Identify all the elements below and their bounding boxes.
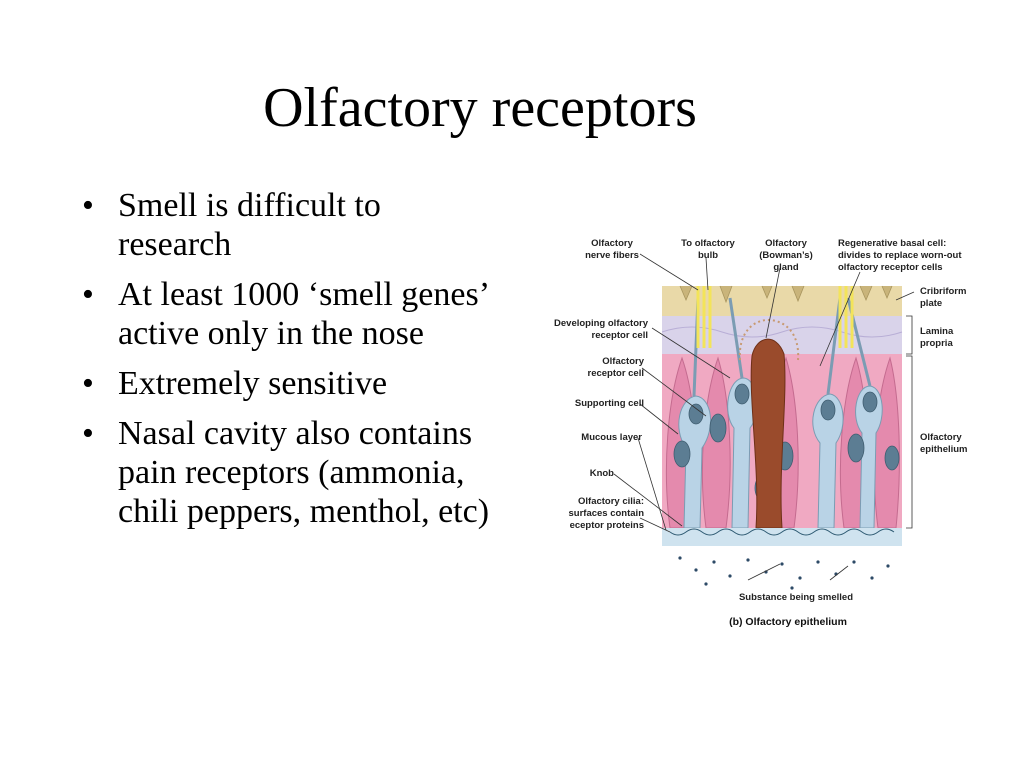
bullet-item: • At least 1000 ‘smell genes’ active only… [80, 275, 500, 353]
layer-brackets [906, 315, 913, 529]
bullet-text: Nasal cavity also contains pain receptor… [118, 415, 490, 530]
lamina-propria-layer [662, 316, 902, 354]
bullet-text: Extremely sensitive [118, 365, 388, 402]
bullet-item: • Extremely sensitive [80, 364, 500, 403]
slide-title: Olfactory receptors [263, 77, 697, 139]
bullet-dot-icon: • [82, 187, 94, 224]
receptor-cells [678, 377, 883, 529]
bone-notches [679, 285, 893, 304]
gland-capsule [738, 318, 800, 361]
label-basal-cell: Regenerative basal cell:divides to repla… [838, 238, 962, 273]
label-substance-smelled: Substance being smelled [739, 592, 853, 603]
label-bowmans-gland: Olfactory(Bowman’s)gland [759, 238, 812, 273]
mucous-layer [662, 528, 902, 546]
bullet-text: At least 1000 ‘smell genes’ active only … [118, 276, 488, 352]
bullet-dot-icon: • [82, 276, 94, 313]
bullet-item: • Nasal cavity also contains pain recepto… [80, 414, 500, 531]
olfactory-cilia [669, 528, 895, 536]
label-supporting-cell: Supporting cell [575, 398, 644, 409]
bowmans-gland [750, 338, 786, 529]
bullet-dot-icon: • [82, 365, 94, 402]
bullet-item: • Smell is difficult to research [80, 186, 500, 264]
odorant-particles [678, 556, 890, 590]
bullet-dot-icon: • [82, 415, 94, 452]
bullet-list: • Smell is difficult to research • At leas… [80, 186, 500, 542]
nerve-fibers [696, 286, 854, 348]
leader-lines [613, 253, 915, 581]
label-mucous-layer: Mucous layer [581, 432, 642, 443]
label-knob: Knob [590, 468, 614, 479]
figure-caption: (b) Olfactory epithelium [729, 616, 847, 628]
bullet-text: Smell is difficult to research [118, 187, 381, 263]
